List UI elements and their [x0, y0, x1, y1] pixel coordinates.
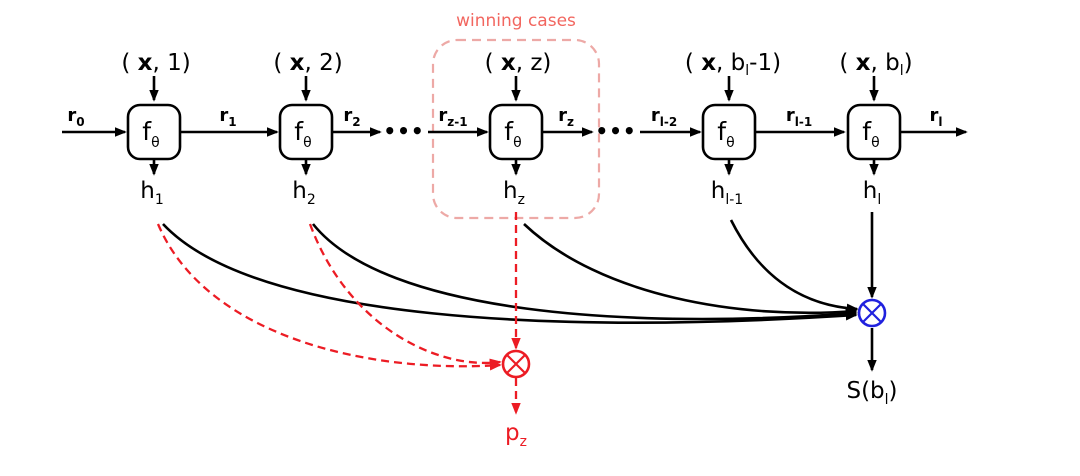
sbl-label: S(bl) [846, 378, 897, 408]
hl-1-to-blue-node-arrow [729, 219, 859, 314]
rnn-cell-group-l-1: ( x, bl-1) fθ hl-1 [685, 50, 781, 208]
cell-input-label: ( x, 1) [121, 50, 190, 76]
hz-to-blue-node-arrow [523, 223, 858, 317]
pz-label: pz [505, 420, 527, 450]
cell-function-label: fθ [142, 117, 159, 151]
h1-to-red-node-arrow [156, 223, 502, 371]
ellipsis-right: ••• [595, 119, 636, 143]
cell-input-label: ( x, bl) [839, 50, 912, 79]
h2-to-red-node-arrow [308, 223, 502, 369]
r-label-1: r1 [219, 105, 236, 129]
ellipsis-left: ••• [383, 119, 424, 143]
r-label-0: r0 [67, 105, 84, 129]
h1-to-blue-node-arrow [162, 223, 858, 324]
hidden-state-label: hz [503, 178, 525, 208]
cell-function-label: fθ [862, 117, 879, 151]
cell-input-label: ( x, z) [485, 50, 552, 76]
hidden-state-label: h1 [140, 178, 164, 208]
r-label-l-1: rl-1 [786, 105, 812, 129]
cell-input-label: ( x, 2) [273, 50, 342, 76]
red-product-node-cross [506, 354, 526, 374]
cell-input-label: ( x, bl-1) [685, 50, 781, 79]
cell-function-label: fθ [504, 117, 521, 151]
r-label-z: rz [558, 105, 574, 129]
r-label-l: rl [929, 105, 942, 129]
winning-cases-label: winning cases [456, 11, 576, 31]
rnn-cell-group-2: ( x, 2) fθ h2 [273, 50, 342, 208]
r-label-2: r2 [343, 105, 360, 129]
h2-to-blue-node-arrow [311, 223, 858, 321]
cell-function-label: fθ [294, 117, 311, 151]
hidden-state-label: hl-1 [711, 178, 743, 208]
r-label-z-1: rz-1 [438, 105, 467, 129]
rnn-cell-group-z: ( x, z) fθ hz [485, 50, 552, 208]
hidden-state-label: hl [863, 178, 881, 208]
rnn-cell-group-1: ( x, 1) fθ h1 [121, 50, 190, 208]
rnn-cell-group-l: ( x, bl) fθ hl [839, 50, 912, 208]
cell-function-label: fθ [717, 117, 734, 151]
r-label-l-2: rl-2 [651, 105, 677, 129]
hidden-state-label: h2 [292, 178, 316, 208]
blue-product-node-cross [862, 303, 882, 323]
